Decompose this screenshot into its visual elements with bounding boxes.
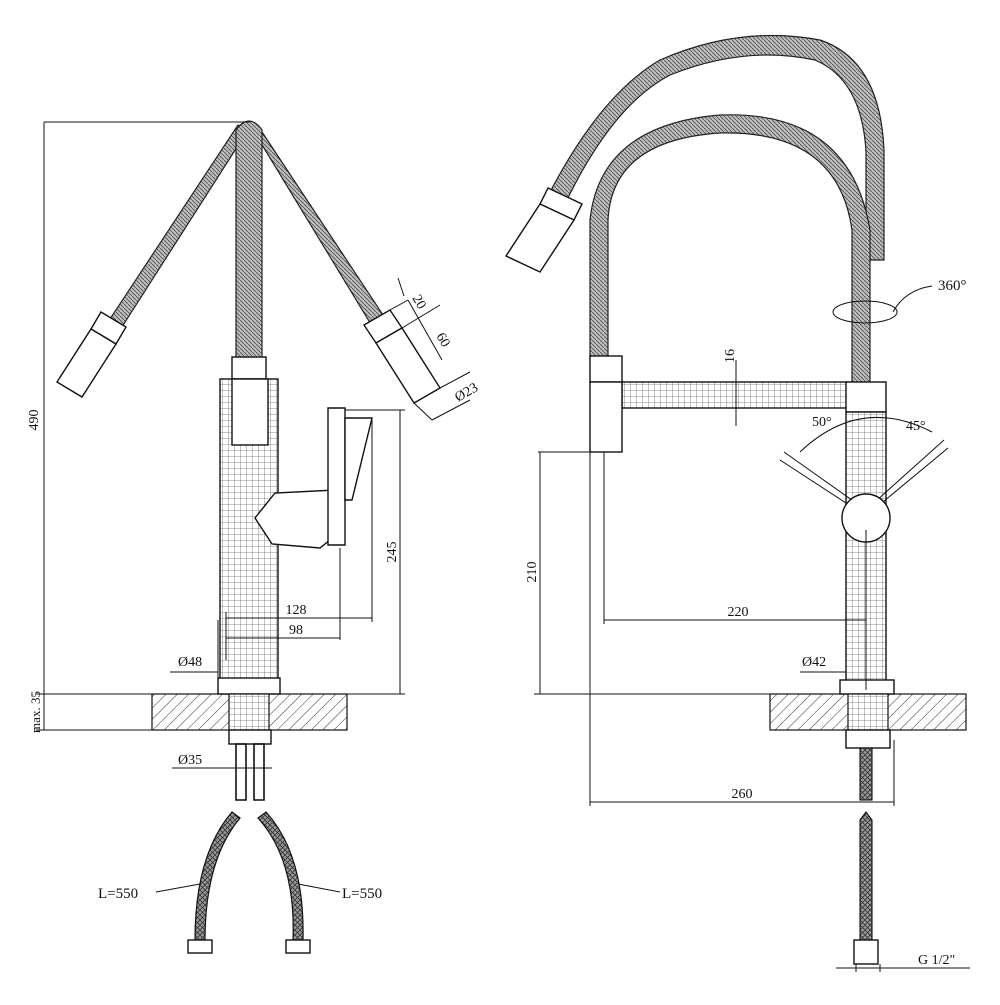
dim-16: 16 <box>723 349 738 363</box>
dim-max-35: max. 35 <box>28 691 43 733</box>
dim-128: 128 <box>286 603 307 618</box>
dim-210: 210 <box>525 562 540 583</box>
left-supply-hose-left <box>194 811 241 941</box>
right-supply-hose-lower <box>859 811 873 941</box>
right-supply-pipe-upper <box>859 747 873 801</box>
dim-260: 260 <box>732 787 753 802</box>
left-hose-fitting-left <box>187 939 213 954</box>
right-mounting-nut <box>845 729 891 749</box>
right-nozzle-dock <box>589 381 623 453</box>
left-hose-fitting-right <box>285 939 311 954</box>
dim-d42: Ø42 <box>802 655 826 670</box>
left-hose-collar <box>231 356 267 380</box>
left-view: 490 max. 35 20 60 Ø23 245 128 98 Ø48 <box>27 120 481 954</box>
dim-60: 60 <box>433 331 453 351</box>
rotation-360-ellipse <box>832 300 898 324</box>
left-hose-right-position <box>249 124 386 327</box>
dim-g12: G 1/2" <box>918 953 955 968</box>
right-horizontal-bridge <box>621 381 849 409</box>
dim-245: 245 <box>385 542 400 563</box>
dim-d48: Ø48 <box>178 655 202 670</box>
dim-d35: Ø35 <box>178 753 202 768</box>
dim-50deg: 50° <box>812 415 832 430</box>
dim-220: 220 <box>728 605 749 620</box>
dim-20: 20 <box>409 293 429 313</box>
dim-490: 490 <box>27 410 42 431</box>
left-spray-head-right <box>363 309 441 404</box>
left-mounting-nut <box>228 729 272 745</box>
hose-length-left-label: L=550 <box>98 886 138 902</box>
left-supply-pipe-stub-b <box>253 743 265 801</box>
left-supply-pipe-stub-a <box>235 743 247 801</box>
left-hose-vertical <box>235 120 263 359</box>
right-spray-head-pulled <box>504 187 583 273</box>
right-mounting-thread <box>847 693 889 731</box>
right-lever-angles <box>779 416 949 543</box>
left-hose-left-position <box>107 124 249 331</box>
left-hose-dock <box>231 378 269 446</box>
left-spray-head-left <box>56 311 127 398</box>
right-hose-arch <box>589 114 871 386</box>
left-lever-handle <box>254 407 373 549</box>
right-nozzle-collar <box>589 355 623 383</box>
right-hose-pulled-out <box>547 34 885 261</box>
dim-98: 98 <box>289 623 303 638</box>
left-supply-hose-right <box>257 811 304 941</box>
hose-length-right-label: L=550 <box>342 886 382 902</box>
right-body-base-ring <box>839 679 895 695</box>
left-mounting-thread <box>228 693 270 731</box>
left-body-base-ring <box>217 677 281 695</box>
right-hose-fitting <box>853 939 879 965</box>
right-view: 360° 50° 45° 16 210 22 <box>504 34 970 972</box>
right-body-top-collar <box>845 381 887 413</box>
dim-360deg: 360° <box>938 278 967 294</box>
dim-45deg: 45° <box>906 419 926 434</box>
